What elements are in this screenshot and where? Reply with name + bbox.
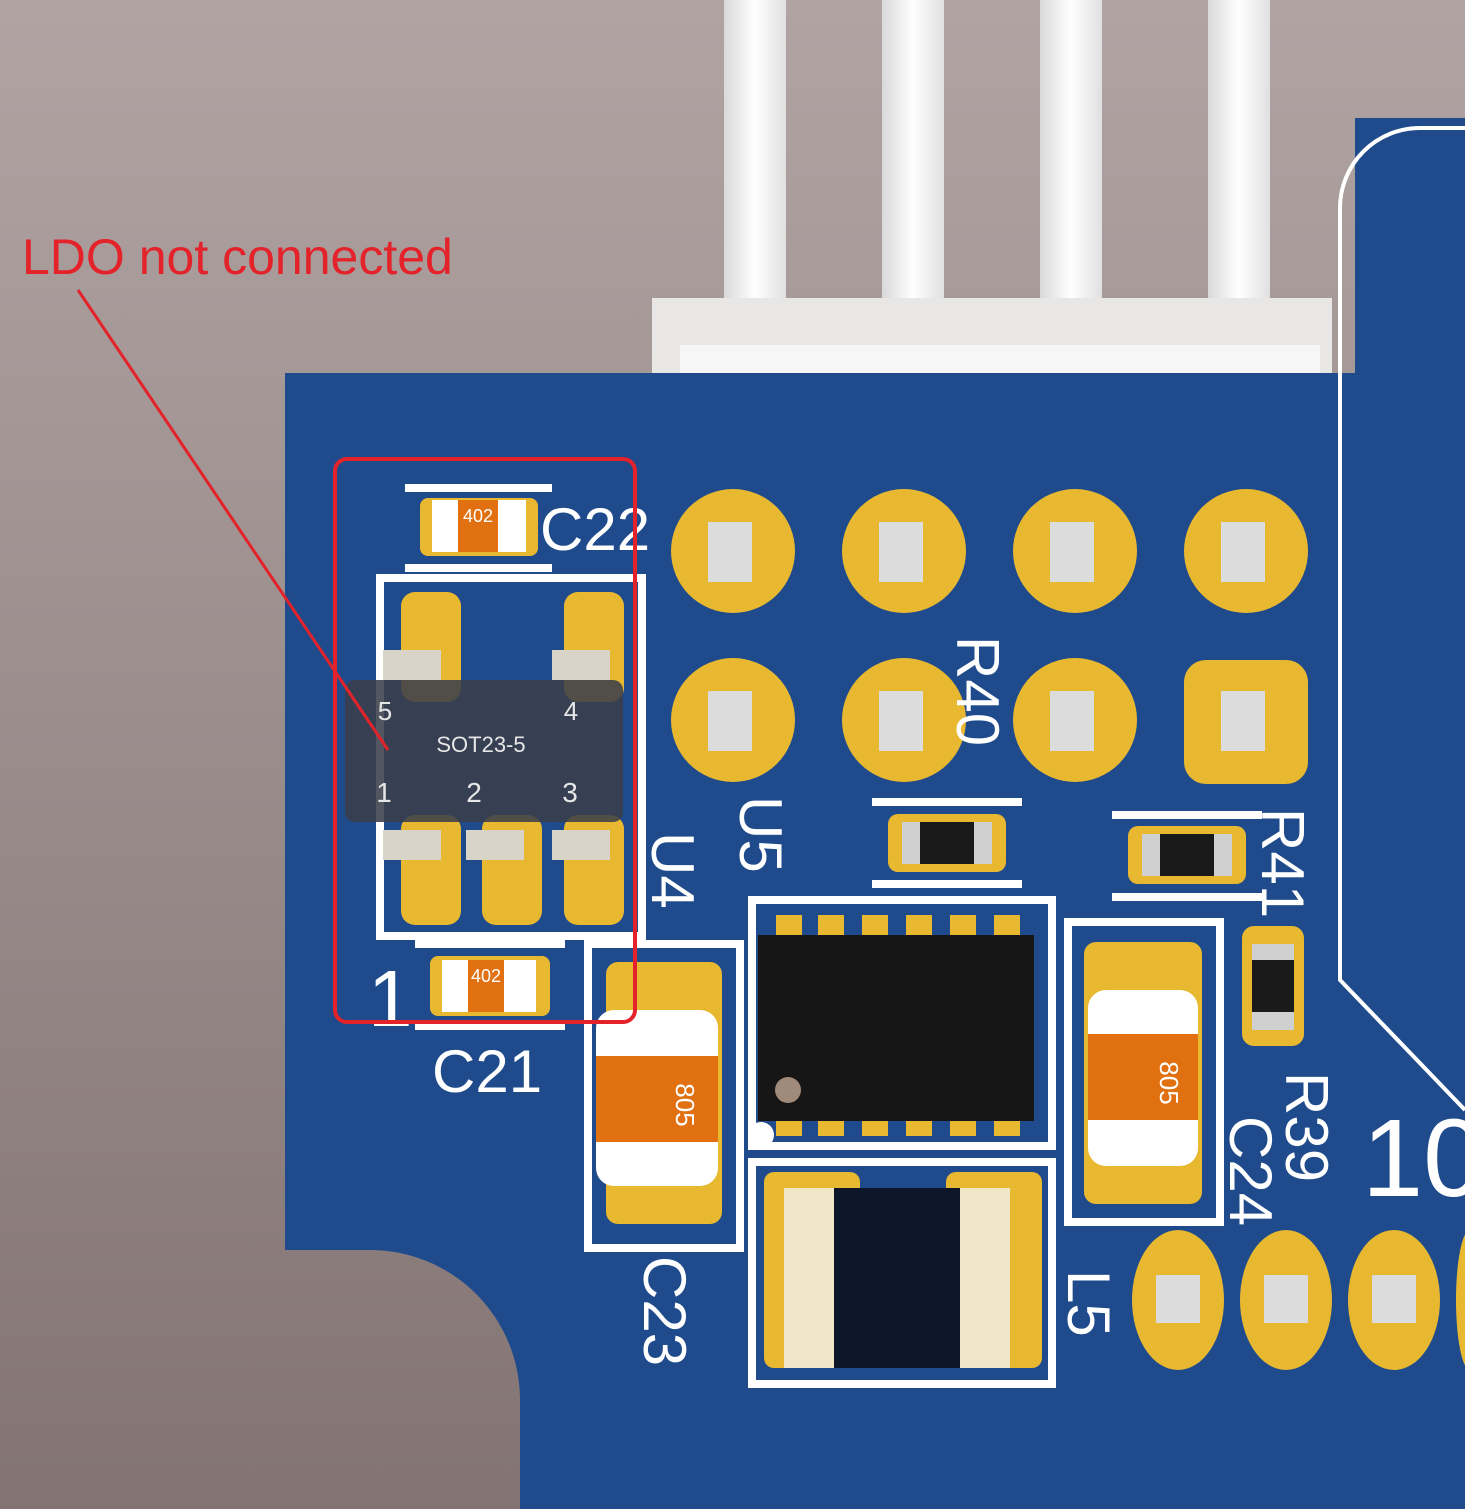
u4-pads xyxy=(383,592,624,925)
pin-label-5: 5 xyxy=(378,696,392,726)
label-u5: U5 xyxy=(727,796,794,873)
resistor-r39 xyxy=(1242,926,1304,1046)
pin1-marker: 1 xyxy=(368,954,413,1043)
pin-label-3: 3 xyxy=(562,777,578,808)
label-c23: C23 xyxy=(631,1256,698,1366)
resistor-r40 xyxy=(872,798,1022,888)
label-c24: C24 xyxy=(1217,1116,1284,1226)
capacitor-c22 xyxy=(405,484,552,572)
bottom-pad-row xyxy=(1132,1230,1465,1370)
through-hole-pads xyxy=(671,489,1308,784)
pin-header xyxy=(652,0,1332,378)
capacitor-c24 xyxy=(1064,918,1224,1226)
pin-label-4: 4 xyxy=(564,696,578,726)
c24-case-code: 805 xyxy=(1154,1061,1184,1104)
label-u4: U4 xyxy=(639,832,706,909)
c21-case-code: 402 xyxy=(471,966,501,986)
annotation-text: LDO not connected xyxy=(22,229,453,285)
label-c22: C22 xyxy=(540,496,650,563)
sot23-5-body xyxy=(345,680,623,822)
label-l5: L5 xyxy=(1055,1270,1122,1337)
resistor-r41 xyxy=(1112,811,1262,901)
pin-label-1: 1 xyxy=(376,777,392,808)
ic-u5 xyxy=(748,896,1056,1150)
label-r41: R41 xyxy=(1249,808,1316,918)
board-outline xyxy=(1338,126,1465,1112)
label-c21: C21 xyxy=(432,1038,542,1105)
c22-case-code: 402 xyxy=(463,506,493,526)
pin10-marker: 10 xyxy=(1362,1097,1465,1220)
package-label: SOT23-5 xyxy=(436,732,525,757)
inductor-l5 xyxy=(748,1158,1056,1388)
pin-label-2: 2 xyxy=(466,777,482,808)
highlight-box xyxy=(333,457,637,1024)
capacitor-c21 xyxy=(415,940,565,1030)
c23-case-code: 805 xyxy=(670,1083,700,1126)
label-r40: R40 xyxy=(944,636,1011,746)
capacitor-c23 xyxy=(584,940,744,1252)
label-r39: R39 xyxy=(1273,1072,1340,1182)
annotation-leader-line xyxy=(76,289,390,751)
